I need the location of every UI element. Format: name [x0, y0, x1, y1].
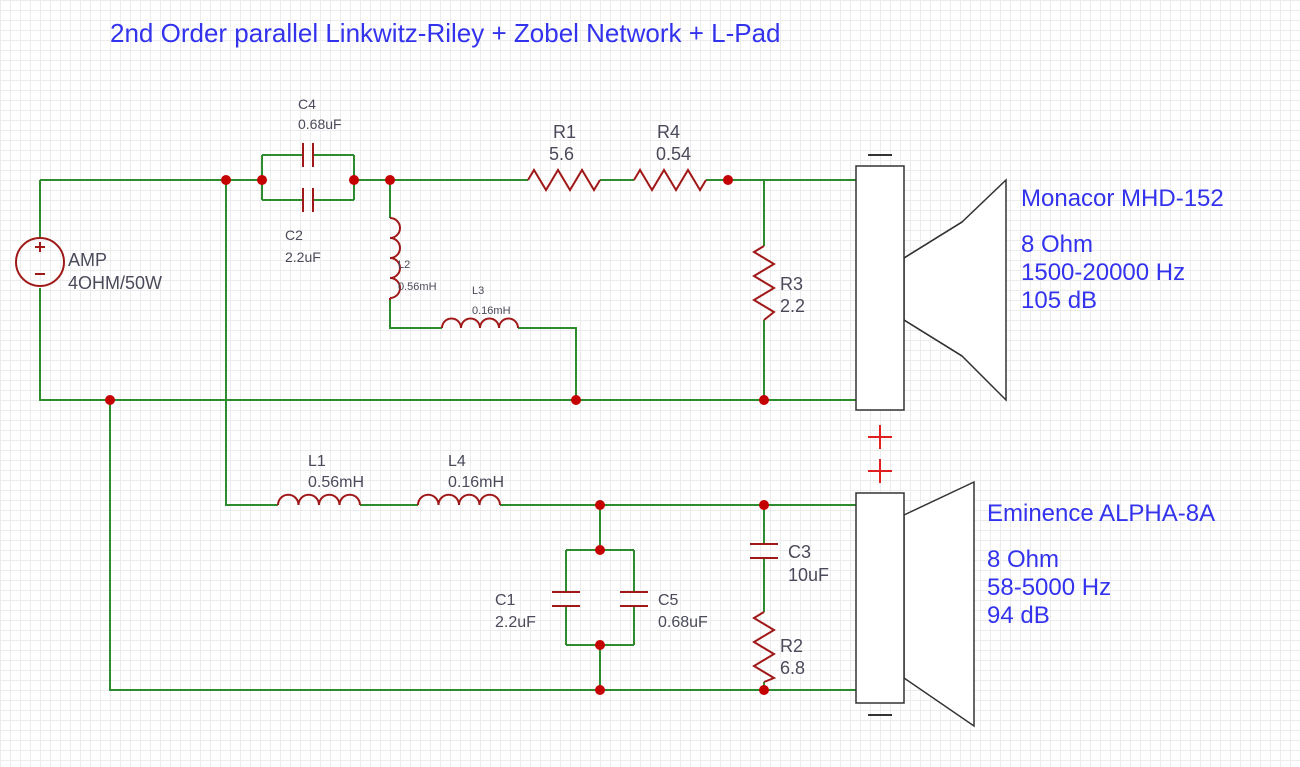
tweeter-impedance: 8 Ohm	[1021, 231, 1093, 258]
tweeter-speaker: Monacor MHD-152 8 Ohm 1500-20000 Hz 105 …	[855, 154, 1224, 449]
inductor-l4: L4 0.16mH	[417, 453, 504, 506]
node	[759, 500, 769, 510]
woofer-speaker: Eminence ALPHA-8A 8 Ohm 58-5000 Hz 94 dB	[855, 459, 1215, 728]
capacitor-c1: C1 2.2uF	[495, 591, 580, 631]
component-value-label: 0.56mH	[308, 474, 364, 491]
inductor-icon	[441, 317, 519, 329]
speaker-cone-inner	[903, 221, 963, 357]
wire-woofer-feed	[225, 180, 278, 506]
resistor-icon	[752, 245, 776, 321]
capacitor-c5: C5 0.68uF	[620, 591, 708, 631]
node	[595, 640, 605, 650]
wire-l2-l3	[389, 300, 442, 329]
node	[221, 175, 231, 185]
amp-rating: 4OHM/50W	[68, 273, 162, 293]
wire-woofer-return	[109, 400, 856, 691]
node	[349, 175, 359, 185]
capacitor-c4: C4 0.68uF	[298, 96, 342, 167]
resistor-icon	[752, 611, 777, 683]
resistor-r4: R4 0.54	[633, 122, 707, 192]
node	[595, 685, 605, 695]
woofer-sensitivity: 94 dB	[987, 602, 1050, 629]
component-ref-label: R4	[657, 122, 680, 142]
component-value-label: 2.2uF	[495, 614, 536, 631]
component-value-label: 0.16mH	[448, 474, 504, 491]
plus-terminal-icon	[868, 459, 892, 483]
speaker-cone-icon	[903, 178, 1007, 402]
node	[759, 685, 769, 695]
capacitor-icon	[750, 543, 778, 559]
capacitor-icon	[620, 591, 648, 607]
capacitor-icon	[552, 591, 580, 607]
speaker-cone-icon	[903, 480, 975, 728]
capacitor-icon	[302, 143, 314, 167]
woofer-range: 58-5000 Hz	[987, 574, 1111, 601]
schematic-title: 2nd Order parallel Linkwitz-Riley + Zobe…	[110, 18, 781, 48]
capacitor-c3: C3 10uF	[750, 542, 829, 585]
node	[595, 500, 605, 510]
resistor-icon	[633, 168, 707, 192]
wires	[39, 154, 856, 691]
resistor-r1: R1 5.6	[527, 122, 601, 192]
tweeter-name: Monacor MHD-152	[1021, 185, 1224, 212]
node	[257, 175, 267, 185]
component-ref-label: C1	[495, 592, 516, 609]
component-ref-label: C2	[285, 227, 303, 243]
inductor-l3: L3 0.16mH	[441, 285, 519, 329]
component-value-label: 6.8	[780, 658, 805, 678]
component-value-label: 0.56mH	[398, 281, 437, 293]
tweeter-range: 1500-20000 Hz	[1021, 259, 1185, 286]
component-ref-label: C3	[788, 542, 811, 562]
component-value-label: 2.2uF	[285, 249, 321, 265]
amp-source: AMP 4OHM/50W	[15, 237, 162, 293]
component-value-label: 0.68uF	[298, 116, 342, 132]
junction-nodes	[105, 175, 769, 695]
tweeter-sensitivity: 105 dB	[1021, 287, 1097, 314]
component-value-label: 10uF	[788, 565, 829, 585]
wire-l3-gnd	[518, 327, 577, 400]
component-value-label: 2.2	[780, 296, 805, 316]
wire-bottom-tweeter-return	[39, 288, 856, 401]
component-ref-label: L3	[472, 285, 484, 297]
node	[105, 395, 115, 405]
speaker-magnet-icon	[855, 165, 905, 411]
plus-terminal-icon	[868, 425, 892, 449]
capacitor-icon	[302, 188, 314, 212]
node	[595, 545, 605, 555]
inductor-icon	[277, 493, 361, 506]
component-ref-label: C5	[658, 592, 679, 609]
component-ref-label: R1	[553, 122, 576, 142]
node	[385, 175, 395, 185]
amp-name: AMP	[68, 250, 107, 270]
inductor-icon	[417, 493, 501, 506]
component-value-label: 0.16mH	[472, 305, 511, 317]
inductor-l1: L1 0.56mH	[277, 453, 364, 506]
component-value-label: 0.68uF	[658, 614, 708, 631]
voltage-source-icon	[15, 237, 65, 287]
component-value-label: 0.54	[656, 144, 691, 164]
node	[723, 175, 733, 185]
component-ref-label: R3	[780, 274, 803, 294]
component-value-label: 5.6	[549, 144, 574, 164]
component-ref-label: L2	[398, 259, 410, 271]
resistor-icon	[527, 168, 601, 192]
component-ref-label: L4	[448, 453, 466, 470]
node	[759, 395, 769, 405]
resistor-r3: R3 2.2	[752, 245, 805, 321]
component-ref-label: C4	[298, 96, 316, 112]
inductor-l2: L2 0.56mH	[389, 217, 437, 300]
node	[571, 395, 581, 405]
woofer-impedance: 8 Ohm	[987, 546, 1059, 573]
woofer-name: Eminence ALPHA-8A	[987, 500, 1215, 527]
component-ref-label: L1	[308, 453, 326, 470]
speaker-magnet-icon	[855, 492, 905, 704]
resistor-r2: R2 6.8	[752, 611, 805, 683]
component-ref-label: R2	[780, 636, 803, 656]
plus-sign-icon	[35, 242, 45, 252]
inductor-icon	[389, 217, 401, 300]
capacitor-c2: C2 2.2uF	[285, 188, 321, 265]
